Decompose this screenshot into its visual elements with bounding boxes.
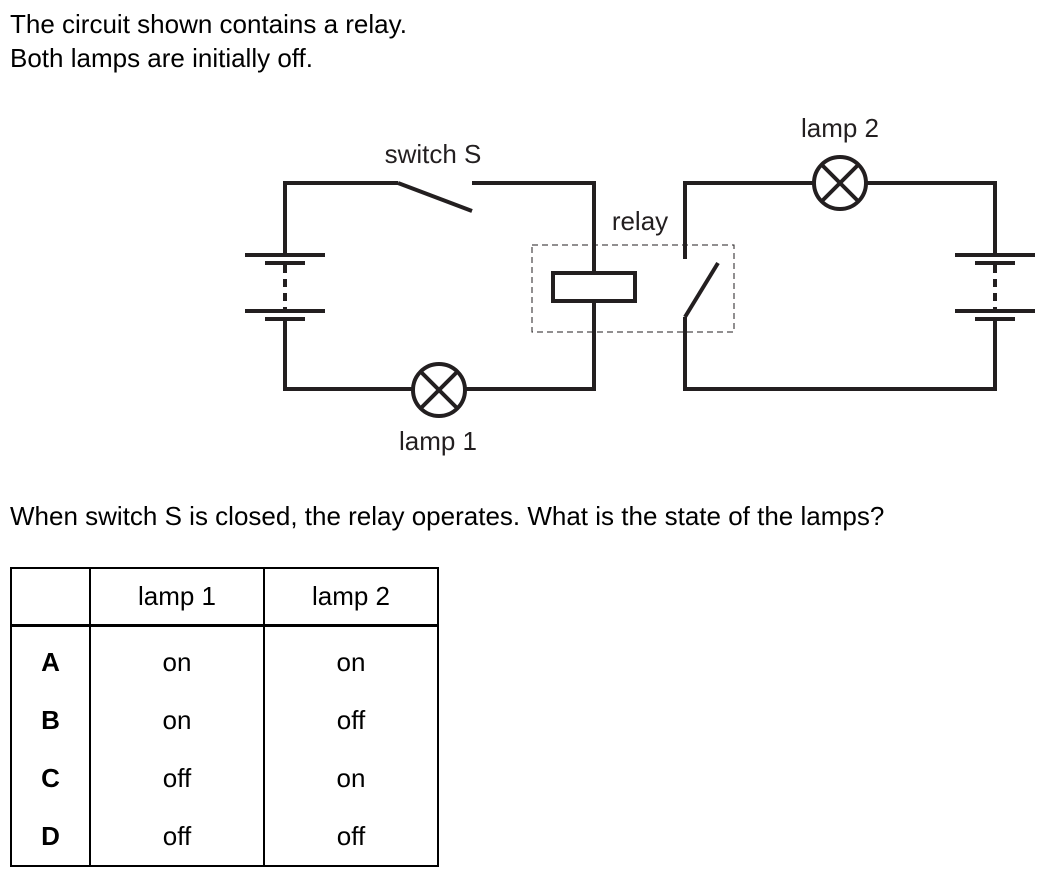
lamp-2-state: off [263, 807, 439, 867]
header-lamp-2: lamp 2 [263, 567, 439, 627]
option-key: B [10, 691, 91, 749]
lamp-2-state: on [263, 749, 439, 807]
right-circuit-wires [683, 181, 997, 391]
question-text: When switch S is closed, the relay opera… [10, 501, 885, 531]
option-key: A [10, 625, 91, 691]
answer-table: lamp 1 lamp 2 A on on B on off C off on … [10, 567, 439, 867]
relay-enclosure [531, 244, 735, 333]
option-key: D [10, 807, 91, 867]
header-key [10, 567, 91, 627]
intro-line-1: The circuit shown contains a relay. [10, 9, 407, 39]
lamp-2-state: off [263, 691, 439, 749]
lamp-1-icon [411, 362, 467, 418]
option-row-a[interactable]: A on on [10, 625, 439, 691]
relay-contact-blade [683, 261, 720, 319]
option-row-b[interactable]: B on off [10, 691, 439, 749]
lamp-1-state: off [89, 807, 265, 867]
label-switch-s: switch S [385, 139, 482, 169]
header-lamp-1: lamp 1 [89, 567, 265, 627]
option-row-c[interactable]: C off on [10, 749, 439, 807]
lamp-1-state: on [89, 625, 265, 691]
lamp-2-icon [812, 155, 868, 211]
relay-circuit-diagram: switch S lamp 2 relay lamp 1 [245, 113, 1035, 456]
switch-s-blade [397, 181, 473, 213]
intro-line-2: Both lamps are initially off. [10, 43, 313, 73]
table-header-row: lamp 1 lamp 2 [10, 567, 439, 627]
label-relay: relay [612, 206, 668, 236]
lamp-1-state: on [89, 691, 265, 749]
left-circuit-wires [283, 181, 596, 391]
lamp-2-state: on [263, 625, 439, 691]
lamp-1-state: off [89, 749, 265, 807]
label-lamp-1: lamp 1 [399, 426, 477, 456]
label-lamp-2: lamp 2 [801, 113, 879, 143]
relay-coil-icon [551, 271, 637, 303]
left-battery-icon [245, 253, 325, 321]
option-key: C [10, 749, 91, 807]
right-battery-icon [955, 253, 1035, 321]
option-row-d[interactable]: D off off [10, 807, 439, 867]
